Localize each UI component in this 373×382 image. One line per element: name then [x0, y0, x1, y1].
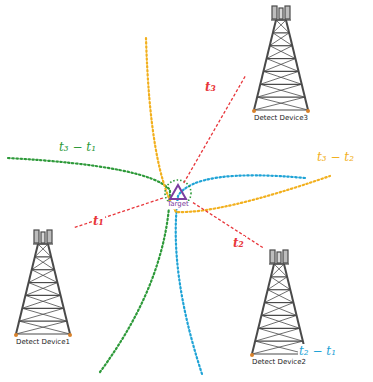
time-difference-label: t₂ − t₁ [298, 344, 337, 358]
signal-path [73, 198, 163, 228]
time-difference-label: t₃ − t₂ [316, 150, 355, 164]
time-label: t₃ [204, 80, 217, 94]
tower-icon [244, 248, 314, 358]
target-node: Target [163, 183, 193, 209]
target-label: Target [166, 201, 190, 209]
detect-device: Detect Device1 [8, 228, 78, 346]
time-label: t₁ [92, 214, 105, 228]
hyperbola-green [8, 158, 170, 372]
signal-path [193, 203, 263, 248]
tower-icon [246, 4, 316, 114]
signal-path [184, 75, 246, 183]
detect-device: Detect Device3 [246, 4, 316, 122]
device-label: Detect Device1 [15, 338, 71, 346]
time-label: t₂ [232, 236, 245, 250]
hyperbola-yellow [146, 38, 330, 212]
time-difference-label: t₃ − t₁ [58, 140, 97, 154]
device-label: Detect Device2 [251, 358, 307, 366]
target-triangle [163, 183, 193, 201]
hyperbola-cyan [176, 175, 305, 374]
device-label: Detect Device3 [253, 114, 309, 122]
tower-icon [8, 228, 78, 338]
